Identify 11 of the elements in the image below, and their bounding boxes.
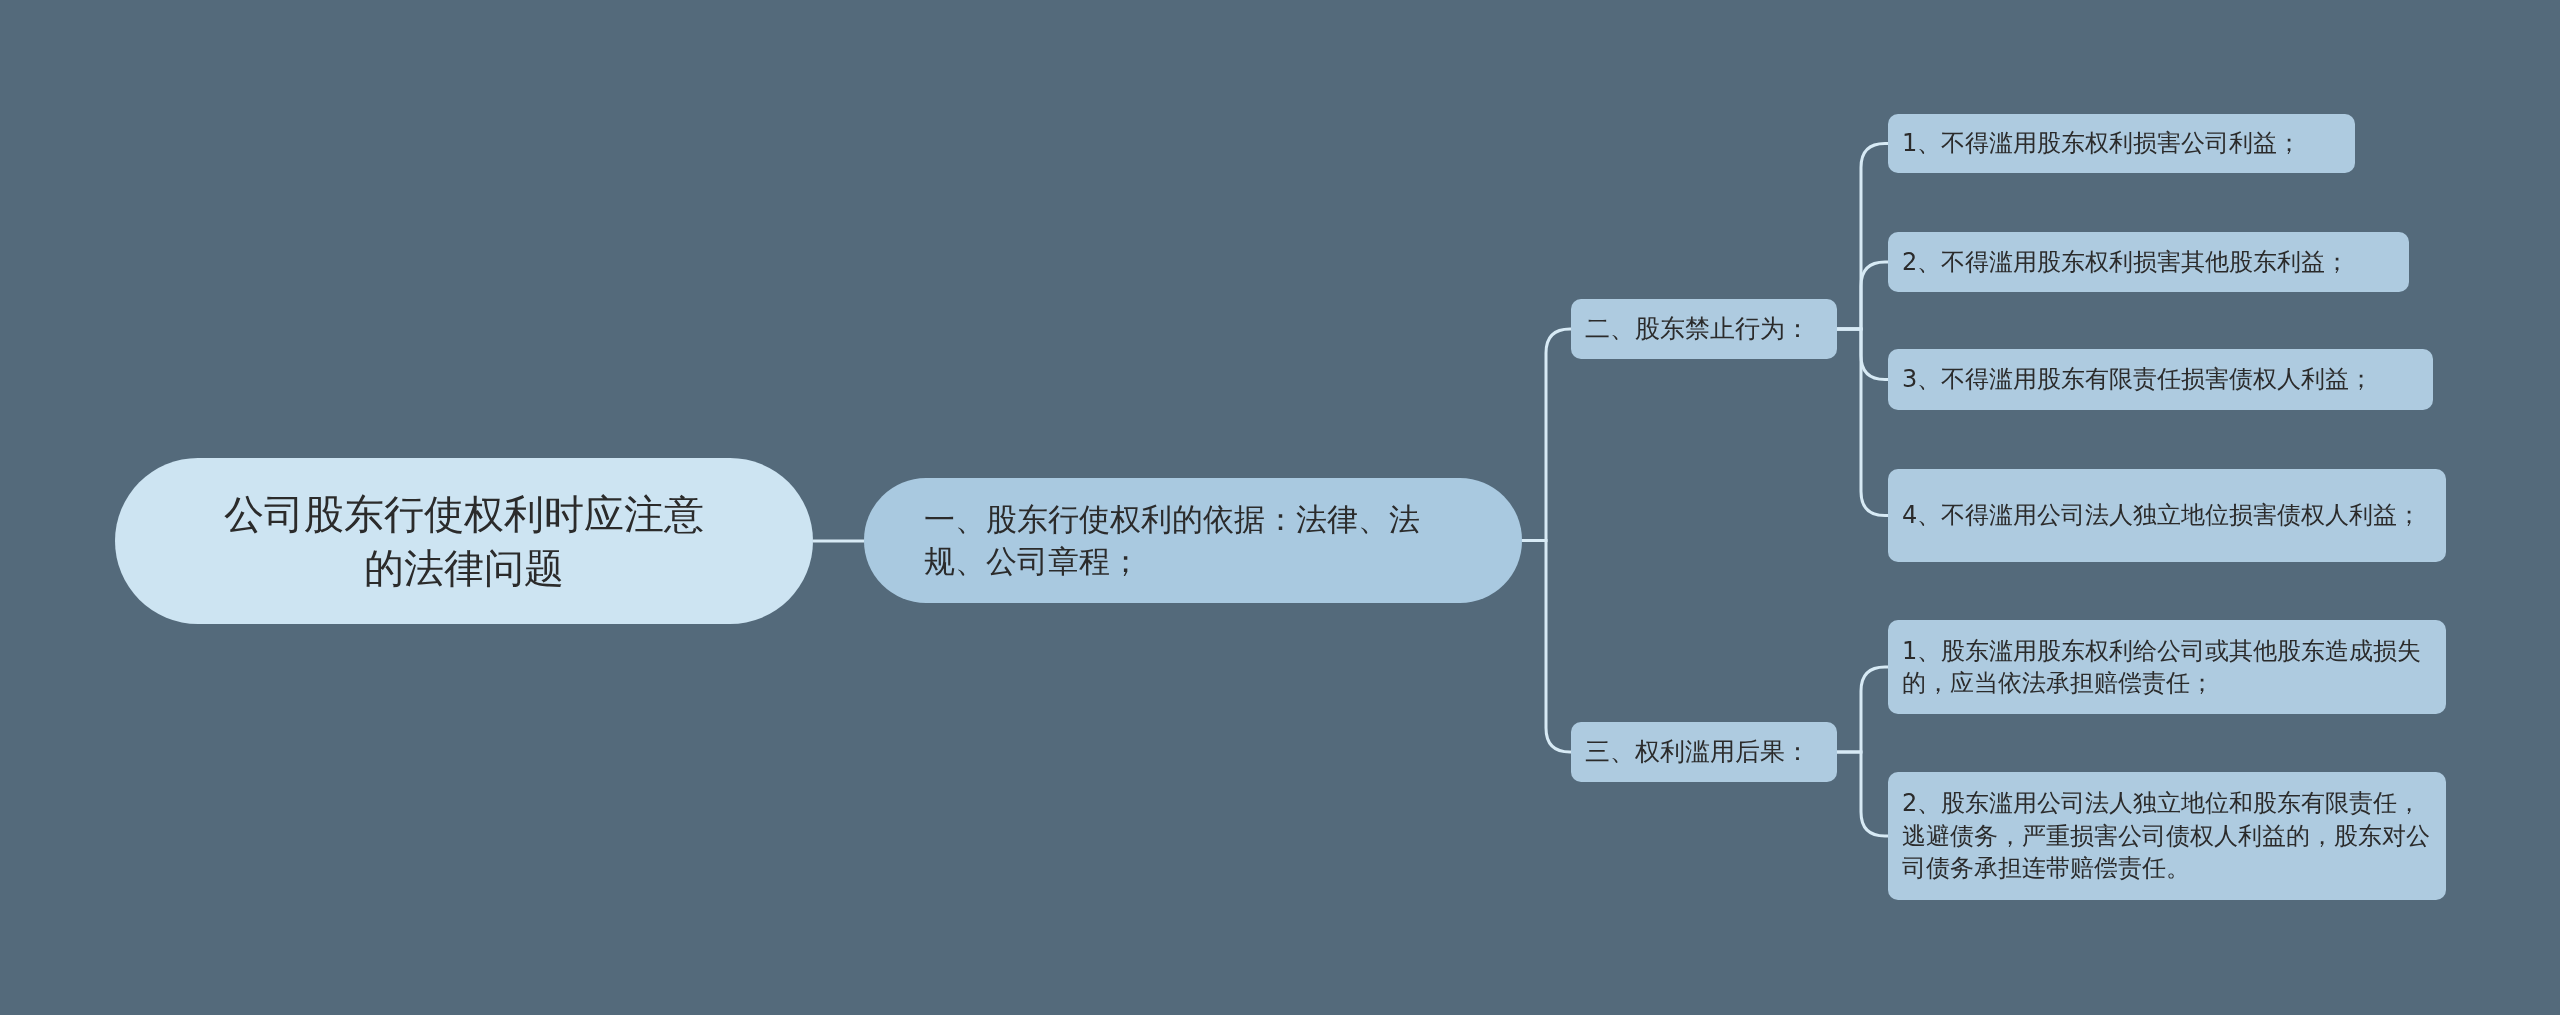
- topic-box: 一、股东行使权利的依据：法律、法规、公司章程；: [864, 478, 1522, 603]
- topic-box: 2、股东滥用公司法人独立地位和股东有限责任，逃避债务，严重损害公司债权人利益的，股东对公司债务承担连带赔偿责任。: [1888, 772, 2446, 900]
- topic-box: 1、股东滥用股东权利给公司或其他股东造成损失的，应当依法承担赔偿责任；: [1888, 620, 2446, 714]
- topic-box: 3、不得滥用股东有限责任损害债权人利益；: [1888, 349, 2433, 410]
- connector-line: [813, 539, 864, 543]
- central-topic-box: 公司股东行使权利时应注意的法律问题: [115, 458, 813, 624]
- topic-box: 4、不得滥用公司法人独立地位损害债权人利益；: [1888, 469, 2446, 562]
- topic-box: 1、不得滥用股东权利损害公司利益；: [1888, 114, 2355, 173]
- topic-box: 三、权利滥用后果：: [1571, 722, 1837, 782]
- topic-box: 二、股东禁止行为：: [1571, 299, 1837, 359]
- topic-box: 2、不得滥用股东权利损害其他股东利益；: [1888, 232, 2409, 292]
